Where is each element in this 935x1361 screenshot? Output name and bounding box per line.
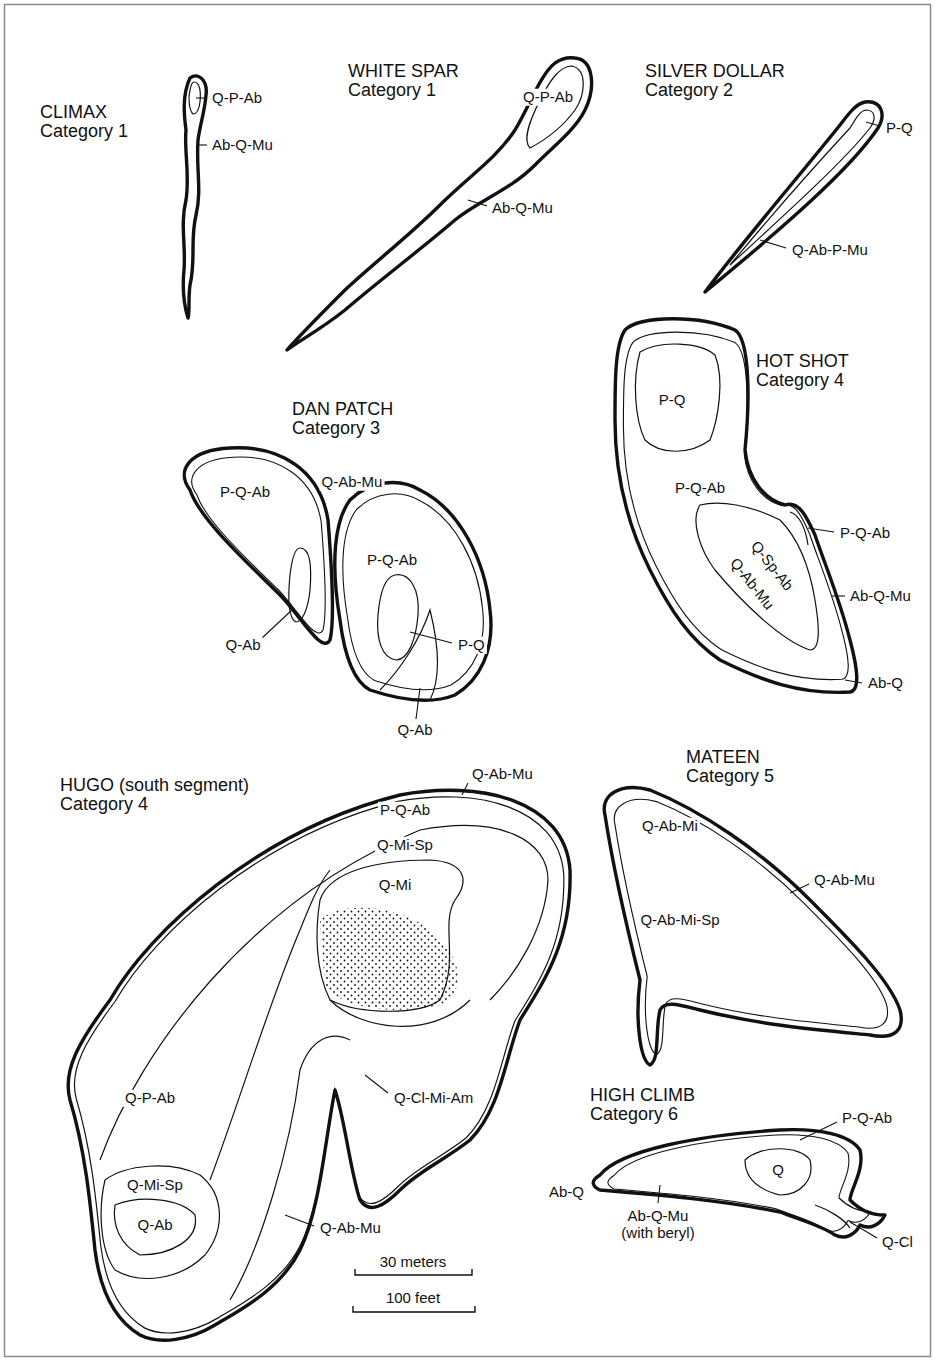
zone-label: Q-Ab-Mi-Sp	[638, 912, 721, 929]
pegmatite-contact	[183, 76, 206, 318]
zone-label: Q-Cl-Mi-Am	[392, 1090, 475, 1107]
pegmatite-title: MATEEN Category 5	[686, 748, 786, 786]
stipple-area	[320, 908, 458, 1010]
zone-label: Q-Ab-Mu	[812, 872, 877, 889]
zone-boundary	[100, 826, 548, 1160]
scale-label: 30 meters	[378, 1254, 449, 1271]
zone-label: Q-Ab-Mu	[470, 766, 535, 783]
pegmatite-title: CLIMAX Category 1	[40, 103, 160, 141]
pegmatite-contact	[604, 788, 901, 1065]
zone-label: Q-Mi-Sp	[125, 1177, 185, 1194]
zone-label: P-Q	[456, 637, 487, 654]
zone-label: Q-Ab-P-Mu	[790, 242, 870, 259]
zone-label: Q-Ab	[395, 722, 434, 739]
zone-label: P-Q-Ab	[365, 552, 419, 569]
zone-boundary	[317, 860, 463, 1011]
zone-label: Q-Ab	[135, 1217, 174, 1234]
pegmatite-outline	[170, 398, 500, 710]
pegmatite-title: HOT SHOT Category 4	[756, 352, 871, 390]
pegmatite-map: SILVER DOLLAR Category 2	[640, 60, 910, 305]
zone-label: Q-P-Ab	[521, 89, 575, 106]
scale-bar	[353, 1306, 475, 1312]
zone-boundary	[527, 66, 584, 148]
pegmatite-contact	[335, 483, 491, 701]
pegmatite-contact	[287, 58, 592, 350]
zone-boundary	[745, 1149, 811, 1195]
zone-label: Q	[770, 1162, 786, 1179]
zone-label: Ab-Q	[866, 675, 905, 692]
pegmatite-title: DAN PATCH Category 3	[292, 400, 417, 438]
leader-line	[262, 610, 292, 638]
zone-label: Ab-Q-Mu	[210, 137, 275, 154]
leader-line	[199, 144, 207, 145]
zone-label: P-Q-Ab	[840, 1110, 894, 1127]
pegmatite-title: WHITE SPAR Category 1	[348, 62, 483, 100]
frame-border	[5, 5, 931, 1357]
leader-line	[365, 1075, 388, 1093]
zone-label: Q-P-Ab	[123, 1090, 177, 1107]
pegmatite-outline	[590, 745, 910, 1075]
zone-boundary	[635, 344, 720, 451]
zone-boundary	[330, 1000, 470, 1026]
zone-label: Q-Ab	[223, 637, 262, 654]
zone-boundary	[815, 1205, 850, 1228]
zone-boundary	[114, 1199, 195, 1255]
zone-label: Q-Ab-Mi	[640, 818, 700, 835]
zone-boundary	[192, 457, 325, 633]
pegmatite-map: HUGO (south segment) Category 4	[55, 765, 580, 1350]
zone-label: Q-Cl	[880, 1234, 915, 1251]
zone-label: Ab-Q	[547, 1184, 586, 1201]
zone-label: P-Q-Ab	[378, 802, 432, 819]
zone-boundary	[210, 870, 330, 1180]
pegmatite-outline	[55, 765, 580, 1350]
zone-label: Ab-Q-Mu (with beryl)	[608, 1208, 708, 1241]
zone-label: Q-Mi-Sp	[375, 837, 435, 854]
zone-boundary	[189, 82, 200, 114]
zone-boundary	[74, 797, 563, 1333]
leader-line	[416, 688, 420, 719]
pegmatite-contact	[705, 102, 882, 292]
zone-boundary	[730, 110, 874, 265]
zone-boundary	[614, 799, 887, 1054]
zone-label: P-Q	[884, 120, 915, 137]
zone-boundary	[230, 1036, 350, 1300]
zone-label: P-Q-Ab	[218, 484, 272, 501]
scale-label: 100 feet	[384, 1290, 442, 1307]
zone-label: P-Q-Ab	[673, 480, 727, 497]
zone-label: Q-Mi	[377, 877, 414, 894]
pegmatite-title: SILVER DOLLAR Category 2	[645, 62, 805, 100]
pegmatite-contact	[184, 448, 332, 644]
zone-label: Ab-Q-Mu	[490, 200, 555, 217]
zone-label: P-Q-Ab	[838, 525, 892, 542]
zone-boundary	[696, 503, 818, 650]
zone-label: Ab-Q-Mu	[848, 588, 913, 605]
zone-boundary	[343, 494, 484, 690]
zone-boundary	[101, 1166, 219, 1278]
pegmatite-map: HOT SHOT Category 4	[605, 310, 935, 705]
leader-line	[462, 783, 468, 795]
pegmatite-contact	[68, 790, 570, 1340]
pegmatite-title: HUGO (south segment) Category 4	[60, 776, 275, 814]
zone-label: Q-Ab-Mu	[318, 1220, 383, 1237]
zone-label: Q-Ab-Mu	[320, 474, 385, 491]
pegmatite-title: HIGH CLIMB Category 6	[590, 1086, 715, 1124]
zone-label: Q-P-Ab	[210, 90, 264, 107]
leader-line	[845, 680, 862, 683]
pegmatite-map: MATEEN Category 5	[590, 745, 910, 1075]
zone-boundary	[380, 610, 438, 700]
zone-label: P-Q	[657, 392, 688, 409]
pegmatite-map: DAN PATCH Category 3	[170, 398, 500, 710]
